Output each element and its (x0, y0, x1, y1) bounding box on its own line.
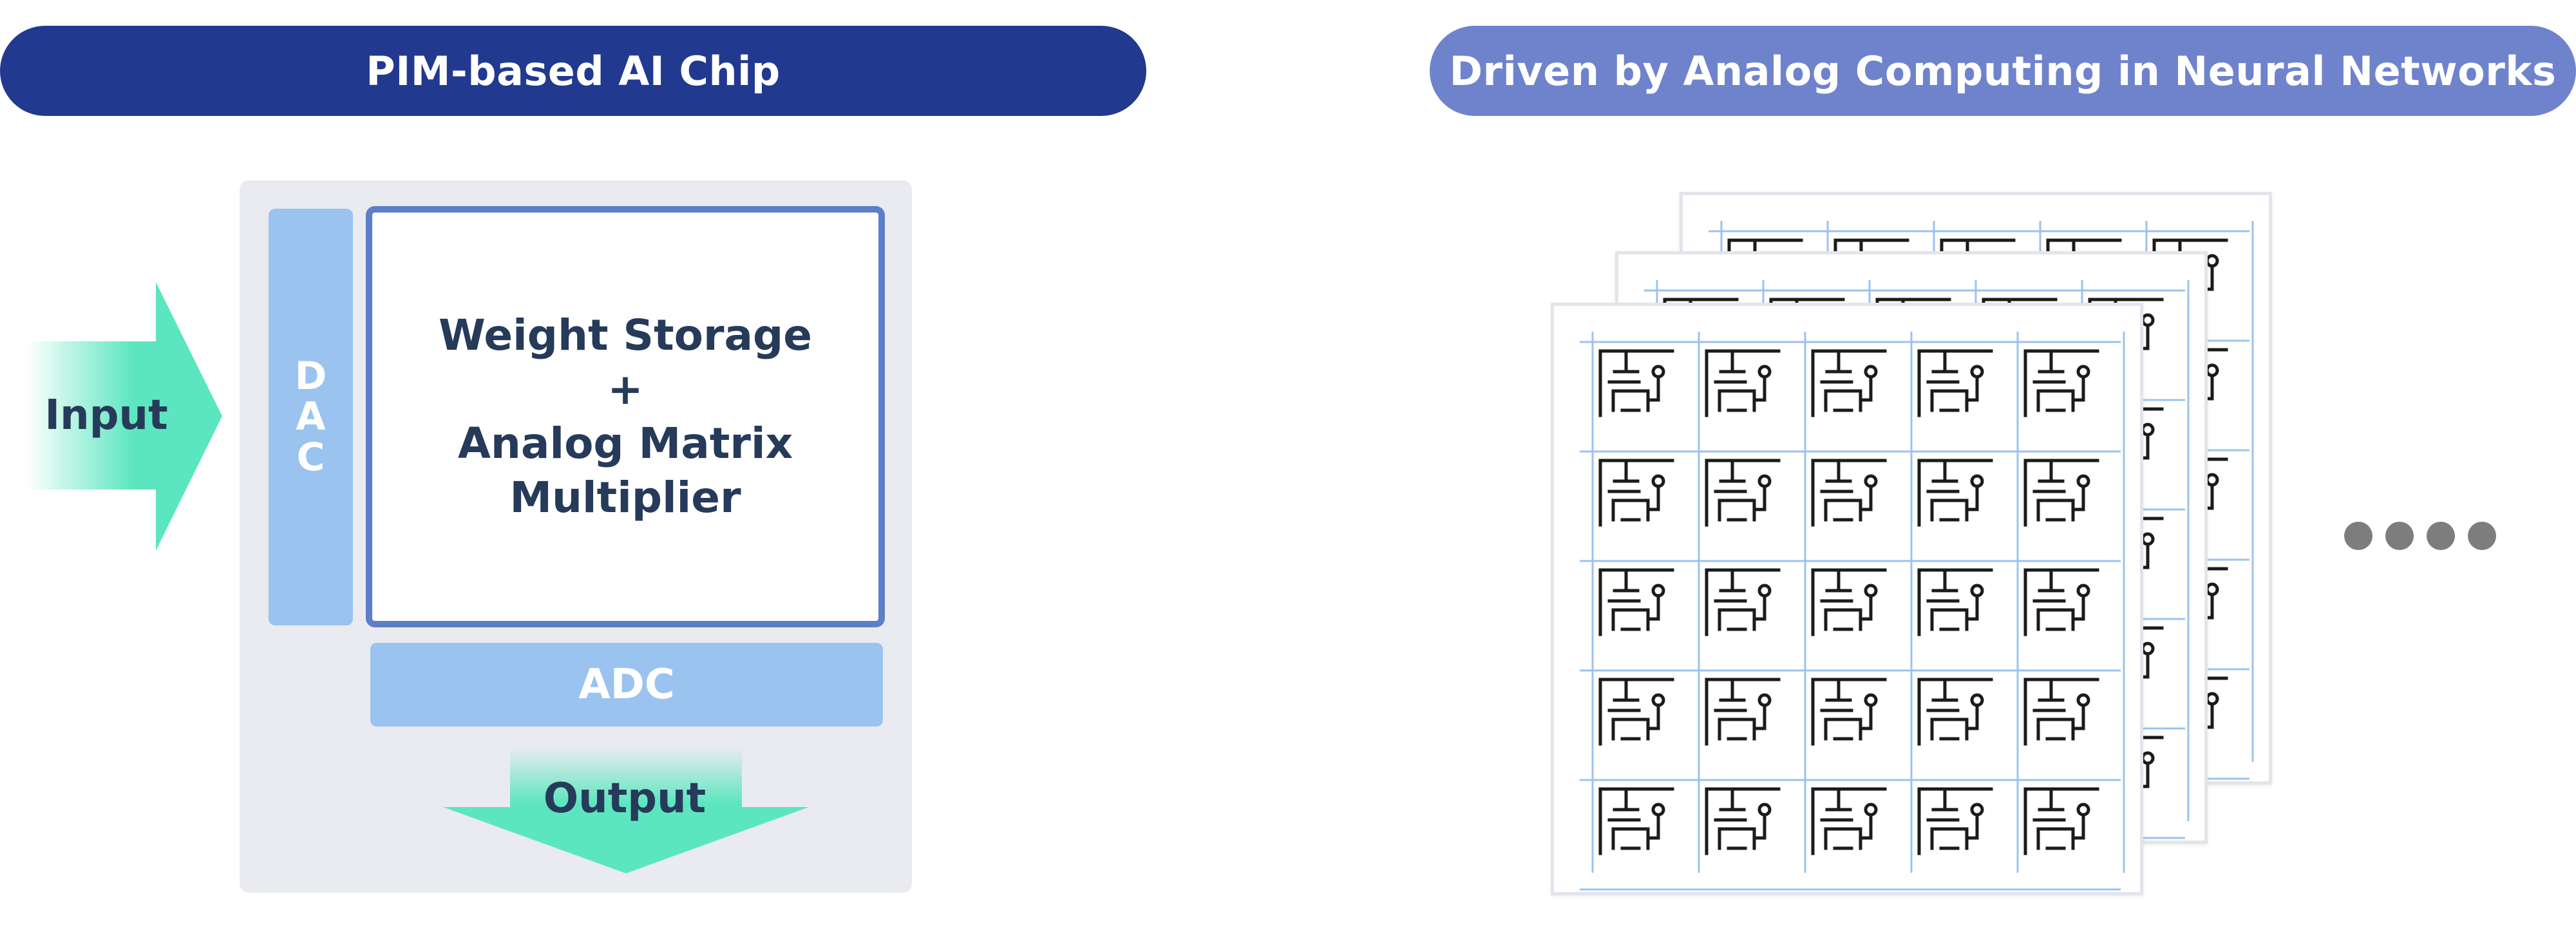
dot (2427, 522, 2455, 550)
chip-header: PIM-based AI Chip (0, 26, 1146, 116)
input-label: Input (44, 392, 168, 439)
dot (2385, 522, 2414, 550)
memory-cell-icon (1705, 459, 1781, 527)
memory-cell-icon (1598, 787, 1674, 855)
memory-cell-icon (1917, 349, 1993, 417)
dot (2344, 522, 2372, 550)
memory-cell-icon (1811, 349, 1887, 417)
input-arrow (26, 282, 222, 551)
more-dots-icon (2344, 522, 2496, 550)
dac-label: D A C (294, 354, 327, 480)
analog-header: Driven by Analog Computing in Neural Net… (1430, 26, 2576, 116)
core-label: Weight Storage + Analog Matrix Multiplie… (438, 310, 813, 522)
memory-cell-icon (1598, 678, 1674, 746)
memory-cell-icon (1811, 568, 1887, 636)
crossbar-sheet-front (1551, 303, 2143, 895)
memory-cell-icon (1811, 787, 1887, 855)
memory-cell-icon (1598, 459, 1674, 527)
memory-cell-icon (1917, 459, 1993, 527)
memory-cell-icon (1705, 568, 1781, 636)
memory-cell-icon (2023, 459, 2099, 527)
core-block (366, 206, 885, 627)
memory-cell-icon (2023, 568, 2099, 636)
memory-cell-icon (1705, 678, 1781, 746)
memory-cell-icon (2023, 787, 2099, 855)
dac-block (269, 209, 353, 625)
memory-cell-icon (1811, 459, 1887, 527)
output-arrow (443, 747, 809, 873)
memory-cell-icon (1917, 787, 1993, 855)
memory-cell-icon (1917, 678, 1993, 746)
dot (2468, 522, 2496, 550)
output-label: Output (543, 775, 706, 823)
memory-cell-icon (1598, 568, 1674, 636)
memory-cell-icon (1811, 678, 1887, 746)
memory-cell-icon (1705, 787, 1781, 855)
memory-cell-icon (1705, 349, 1781, 417)
memory-cell-icon (1917, 568, 1993, 636)
memory-cell-icon (2023, 678, 2099, 746)
crossbar-array (1580, 332, 2125, 891)
adc-block: ADC (370, 643, 883, 727)
memory-cell-icon (1598, 349, 1674, 417)
memory-cell-icon (2023, 349, 2099, 417)
